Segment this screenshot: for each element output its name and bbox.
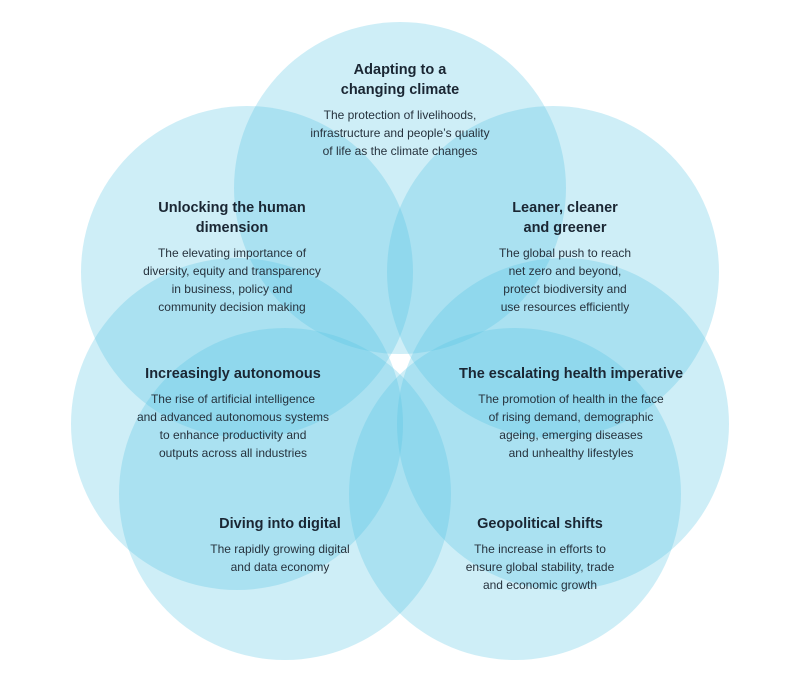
segment-title: Diving into digital bbox=[219, 516, 341, 532]
circle-geopolitical bbox=[349, 328, 681, 660]
segment-description: The global push to reach net zero and be… bbox=[498, 246, 632, 314]
circle-autonomous bbox=[71, 258, 403, 590]
segment-leaner: Leaner, cleaner and greener The global p… bbox=[465, 198, 665, 316]
circle-digital bbox=[119, 328, 451, 660]
segment-description: The increase in efforts to ensure global… bbox=[465, 542, 615, 592]
segment-description: The protection of livelihoods, infrastru… bbox=[310, 108, 490, 158]
segment-adapting: Adapting to a changing climate The prote… bbox=[290, 60, 510, 160]
segment-autonomous: Increasingly autonomous The rise of arti… bbox=[100, 364, 366, 462]
segment-title: Leaner, cleaner and greener bbox=[512, 200, 618, 236]
segment-title: Adapting to a changing climate bbox=[340, 62, 460, 98]
circle-adapting bbox=[234, 22, 566, 354]
segment-title: The escalating health imperative bbox=[458, 366, 684, 382]
segment-title: Unlocking the human dimension bbox=[158, 200, 306, 236]
segment-title: Increasingly autonomous bbox=[145, 366, 321, 382]
segment-description: The rise of artificial intelligence and … bbox=[136, 392, 330, 460]
segment-description: The elevating importance of diversity, e… bbox=[143, 246, 321, 314]
segment-health: The escalating health imperative The pro… bbox=[440, 364, 702, 462]
circle-leaner bbox=[387, 106, 719, 438]
segment-description: The rapidly growing digital and data eco… bbox=[210, 542, 350, 574]
circle-health bbox=[397, 258, 729, 590]
segment-geopolitical: Geopolitical shifts The increase in effo… bbox=[430, 514, 650, 594]
segment-description: The promotion of health in the face of r… bbox=[478, 392, 664, 460]
segment-digital: Diving into digital The rapidly growing … bbox=[170, 514, 390, 576]
segment-title: Geopolitical shifts bbox=[477, 516, 603, 532]
segment-human: Unlocking the human dimension The elevat… bbox=[122, 198, 342, 316]
circle-human bbox=[81, 106, 413, 438]
